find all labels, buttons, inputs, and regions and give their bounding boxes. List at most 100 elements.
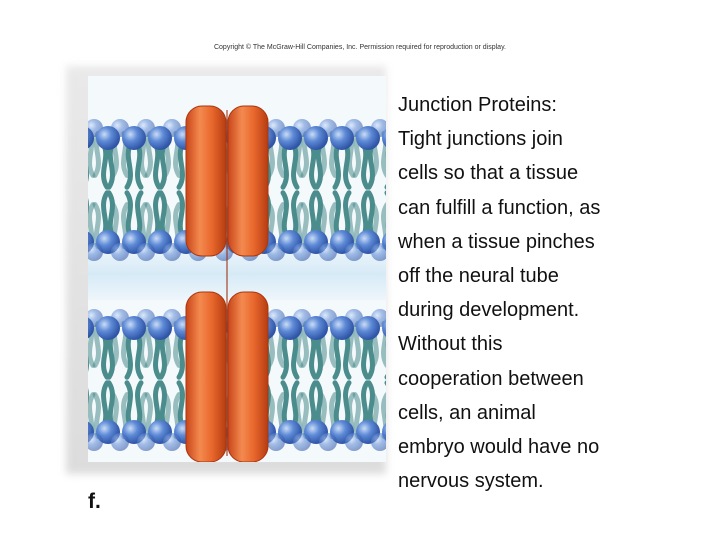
phospholipid-tail xyxy=(101,142,110,190)
phospholipid-head xyxy=(371,243,386,261)
phospholipid-tail xyxy=(158,380,167,428)
caption-line: nervous system. xyxy=(398,470,544,493)
phospholipid-tail xyxy=(153,142,162,190)
phospholipid-head xyxy=(163,243,181,261)
phospholipid-head xyxy=(111,243,129,261)
phospholipid-tail xyxy=(343,332,352,380)
caption-line: during development. xyxy=(398,299,580,322)
phospholipid-tail xyxy=(153,380,162,428)
phospholipid-tail xyxy=(280,190,289,238)
phospholipid-head xyxy=(148,316,172,340)
phospholipid-tail xyxy=(106,190,115,238)
phospholipid-head xyxy=(293,243,311,261)
phospholipid-head xyxy=(371,433,386,451)
phospholipid-tail xyxy=(280,380,289,428)
phospholipid-head xyxy=(382,129,386,147)
caption-line: off the neural tube xyxy=(398,265,559,288)
phospholipid-tail xyxy=(309,190,318,238)
phospholipid-tail xyxy=(314,332,323,380)
junction-protein xyxy=(185,291,227,462)
phospholipid-head xyxy=(382,319,386,337)
caption-line: cooperation between xyxy=(398,367,584,390)
phospholipid-tail xyxy=(343,142,352,190)
phospholipid-head xyxy=(88,243,103,261)
phospholipid-tail xyxy=(106,380,115,428)
caption-heading: Junction Proteins: xyxy=(398,94,557,116)
phospholipid-tail xyxy=(176,332,185,380)
phospholipid-head xyxy=(356,126,380,150)
phospholipid-tail xyxy=(158,142,167,190)
phospholipid-head xyxy=(267,433,285,451)
phospholipid-tail xyxy=(309,332,318,380)
phospholipid-tail xyxy=(135,332,144,380)
phospholipid-tail xyxy=(309,380,318,428)
phospholipid-tail xyxy=(176,142,185,190)
phospholipid-head xyxy=(304,316,328,340)
caption-line: embryo would have no xyxy=(398,436,600,459)
phospholipid-tail xyxy=(332,332,341,380)
caption-line: when a tissue pinches xyxy=(398,230,595,253)
phospholipid-tail xyxy=(332,142,341,190)
phospholipid-head xyxy=(304,126,328,150)
phospholipid-head xyxy=(278,316,302,340)
phospholipid-head xyxy=(96,126,120,150)
phospholipid-tail xyxy=(291,332,300,380)
phospholipid-head xyxy=(122,126,146,150)
phospholipid-head xyxy=(330,126,354,150)
extracellular-space xyxy=(88,248,386,300)
phospholipid-tail xyxy=(101,332,110,380)
phospholipid-tail xyxy=(309,142,318,190)
phospholipid-tail xyxy=(153,190,162,238)
figure-label: f. xyxy=(88,490,101,513)
phospholipid-tail xyxy=(176,190,185,238)
copyright-notice: Copyright © The McGraw-Hill Companies, I… xyxy=(213,44,506,51)
phospholipid-head xyxy=(148,126,172,150)
phospholipid-tail xyxy=(361,380,370,428)
phospholipid-tail xyxy=(106,142,115,190)
junction-protein xyxy=(185,105,227,257)
phospholipid-tail xyxy=(124,190,133,238)
phospholipid-tail xyxy=(135,142,144,190)
phospholipid-tail xyxy=(176,380,185,428)
phospholipid-tail xyxy=(366,332,375,380)
junction-protein xyxy=(227,105,269,257)
phospholipid-head xyxy=(267,243,285,261)
phospholipid-tail xyxy=(158,332,167,380)
phospholipid-tail xyxy=(101,190,110,238)
phospholipid-tail xyxy=(314,142,323,190)
phospholipid-head xyxy=(356,316,380,340)
phospholipid-tail xyxy=(153,332,162,380)
phospholipid-head xyxy=(345,433,363,451)
phospholipid-tail xyxy=(332,190,341,238)
caption-line: cells, an animal xyxy=(398,401,536,424)
phospholipid-tail xyxy=(106,332,115,380)
phospholipid-tail xyxy=(158,190,167,238)
phospholipid-tail xyxy=(332,380,341,428)
phospholipid-tail xyxy=(366,142,375,190)
caption-line: cells so that a tissue xyxy=(398,162,579,185)
phospholipid-head xyxy=(137,433,155,451)
caption-text: Junction Proteins: Tight junctions join … xyxy=(398,88,698,498)
phospholipid-tail xyxy=(314,190,323,238)
phospholipid-tail xyxy=(361,332,370,380)
phospholipid-tail xyxy=(366,190,375,238)
phospholipid-head xyxy=(163,433,181,451)
phospholipid-head xyxy=(330,316,354,340)
phospholipid-head xyxy=(319,433,337,451)
phospholipid-head xyxy=(137,243,155,261)
phospholipid-tail xyxy=(124,332,133,380)
phospholipid-tail xyxy=(124,142,133,190)
phospholipid-head xyxy=(111,433,129,451)
lipid-bilayer xyxy=(88,309,386,451)
phospholipid-head xyxy=(88,127,94,149)
phospholipid-tail xyxy=(361,142,370,190)
caption-line: Tight junctions join xyxy=(398,128,563,151)
phospholipid-tail xyxy=(366,380,375,428)
junction-protein xyxy=(227,291,269,462)
phospholipid-head xyxy=(88,433,103,451)
phospholipid-head xyxy=(345,243,363,261)
phospholipid-tail xyxy=(291,142,300,190)
phospholipid-tail xyxy=(314,380,323,428)
phospholipid-tail xyxy=(280,332,289,380)
phospholipid-tail xyxy=(101,380,110,428)
